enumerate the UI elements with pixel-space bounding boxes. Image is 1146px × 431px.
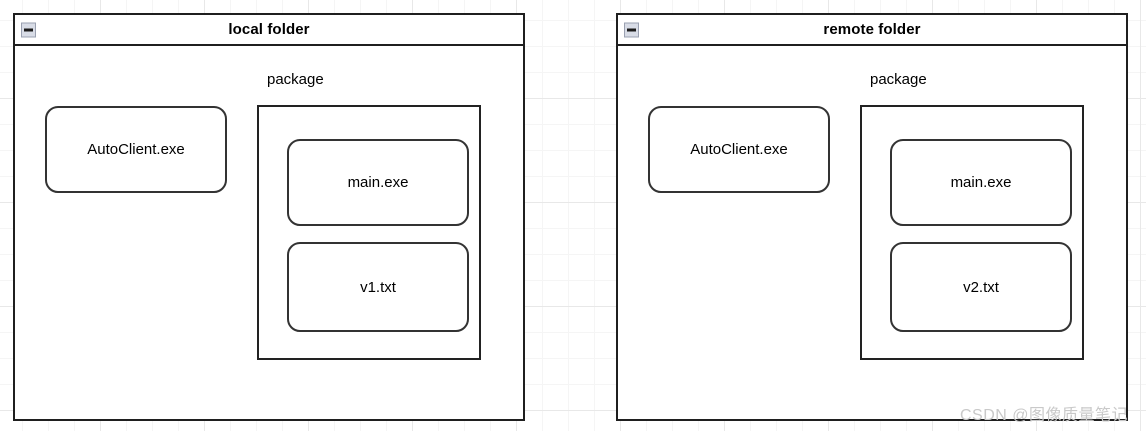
folder-container-remote[interactable]: remote folder AutoClient.exe package mai… <box>616 13 1128 421</box>
node-label: main.exe <box>347 174 409 191</box>
collapse-minus-icon[interactable] <box>21 22 36 37</box>
node-label: AutoClient.exe <box>690 141 788 158</box>
package-box-remote[interactable]: main.exe v2.txt <box>860 105 1084 360</box>
folder-header-local: local folder <box>15 15 523 46</box>
node-autoclient-remote[interactable]: AutoClient.exe <box>648 106 830 193</box>
node-main-exe-remote[interactable]: main.exe <box>890 139 1072 226</box>
folder-container-local[interactable]: local folder AutoClient.exe package main… <box>13 13 525 421</box>
node-label: v2.txt <box>963 278 999 296</box>
node-label: AutoClient.exe <box>87 141 185 158</box>
node-v2-txt-remote[interactable]: v2.txt <box>890 242 1072 332</box>
folder-body-remote: AutoClient.exe package main.exe v2.txt <box>618 46 1126 419</box>
folder-header-remote: remote folder <box>618 15 1126 46</box>
minus-glyph <box>627 28 636 31</box>
node-label: v1.txt <box>360 278 396 296</box>
package-label-local: package <box>267 71 324 88</box>
node-v1-txt-local[interactable]: v1.txt <box>287 242 469 332</box>
collapse-minus-icon[interactable] <box>624 22 639 37</box>
minus-glyph <box>24 28 33 31</box>
csdn-watermark: CSDN @图像质量笔记 <box>959 407 1128 424</box>
node-main-exe-local[interactable]: main.exe <box>287 139 469 226</box>
folder-title-remote: remote folder <box>823 21 921 38</box>
node-label: main.exe <box>950 174 1012 191</box>
folder-title-local: local folder <box>228 21 310 38</box>
node-autoclient-local[interactable]: AutoClient.exe <box>45 106 227 193</box>
package-label-remote: package <box>870 71 927 88</box>
package-box-local[interactable]: main.exe v1.txt <box>257 105 481 360</box>
folder-body-local: AutoClient.exe package main.exe v1.txt <box>15 46 523 419</box>
